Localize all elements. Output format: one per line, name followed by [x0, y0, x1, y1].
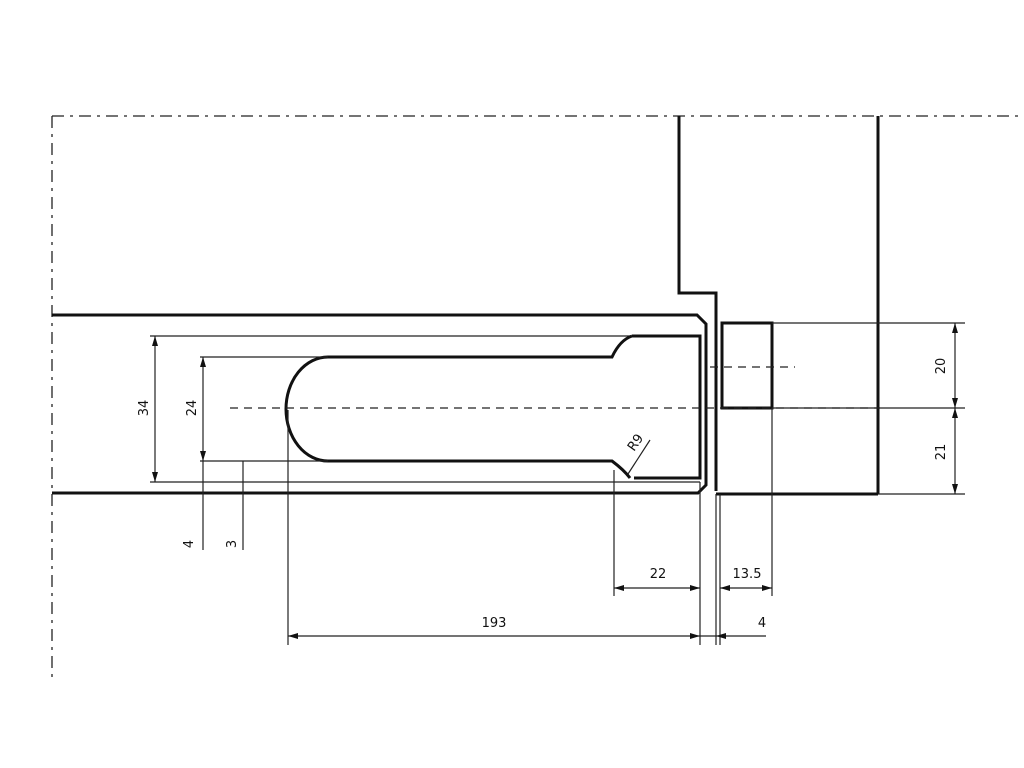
dim-20-label: 20	[934, 358, 949, 375]
dim-13-5-label: 13.5	[733, 567, 762, 582]
dim-22	[613, 470, 701, 645]
dim-3-label: 3	[225, 540, 240, 548]
r9-label: R9	[625, 432, 647, 455]
dim-193	[287, 410, 700, 645]
dim-left-vertical	[152, 336, 328, 550]
dim-4-label: 4	[182, 540, 197, 548]
dim-34-label: 34	[137, 400, 152, 417]
outer-bar	[52, 313, 708, 495]
dim-4-bottom-label: 4	[758, 616, 766, 631]
dim-4-bottom	[700, 494, 766, 645]
dim-193-label: 193	[482, 616, 507, 631]
dim-21-label: 21	[934, 444, 949, 461]
frame-center-lines	[51, 115, 1024, 680]
dim-24-label: 24	[185, 400, 200, 417]
inner-bar	[150, 334, 702, 483]
dim-22-label: 22	[650, 567, 667, 582]
dim-right-vertical	[772, 322, 965, 495]
r9-leader	[627, 439, 651, 475]
slot	[284, 334, 633, 479]
dim-13-5	[719, 408, 773, 645]
wall-block	[677, 116, 880, 496]
insert-block	[710, 321, 795, 410]
